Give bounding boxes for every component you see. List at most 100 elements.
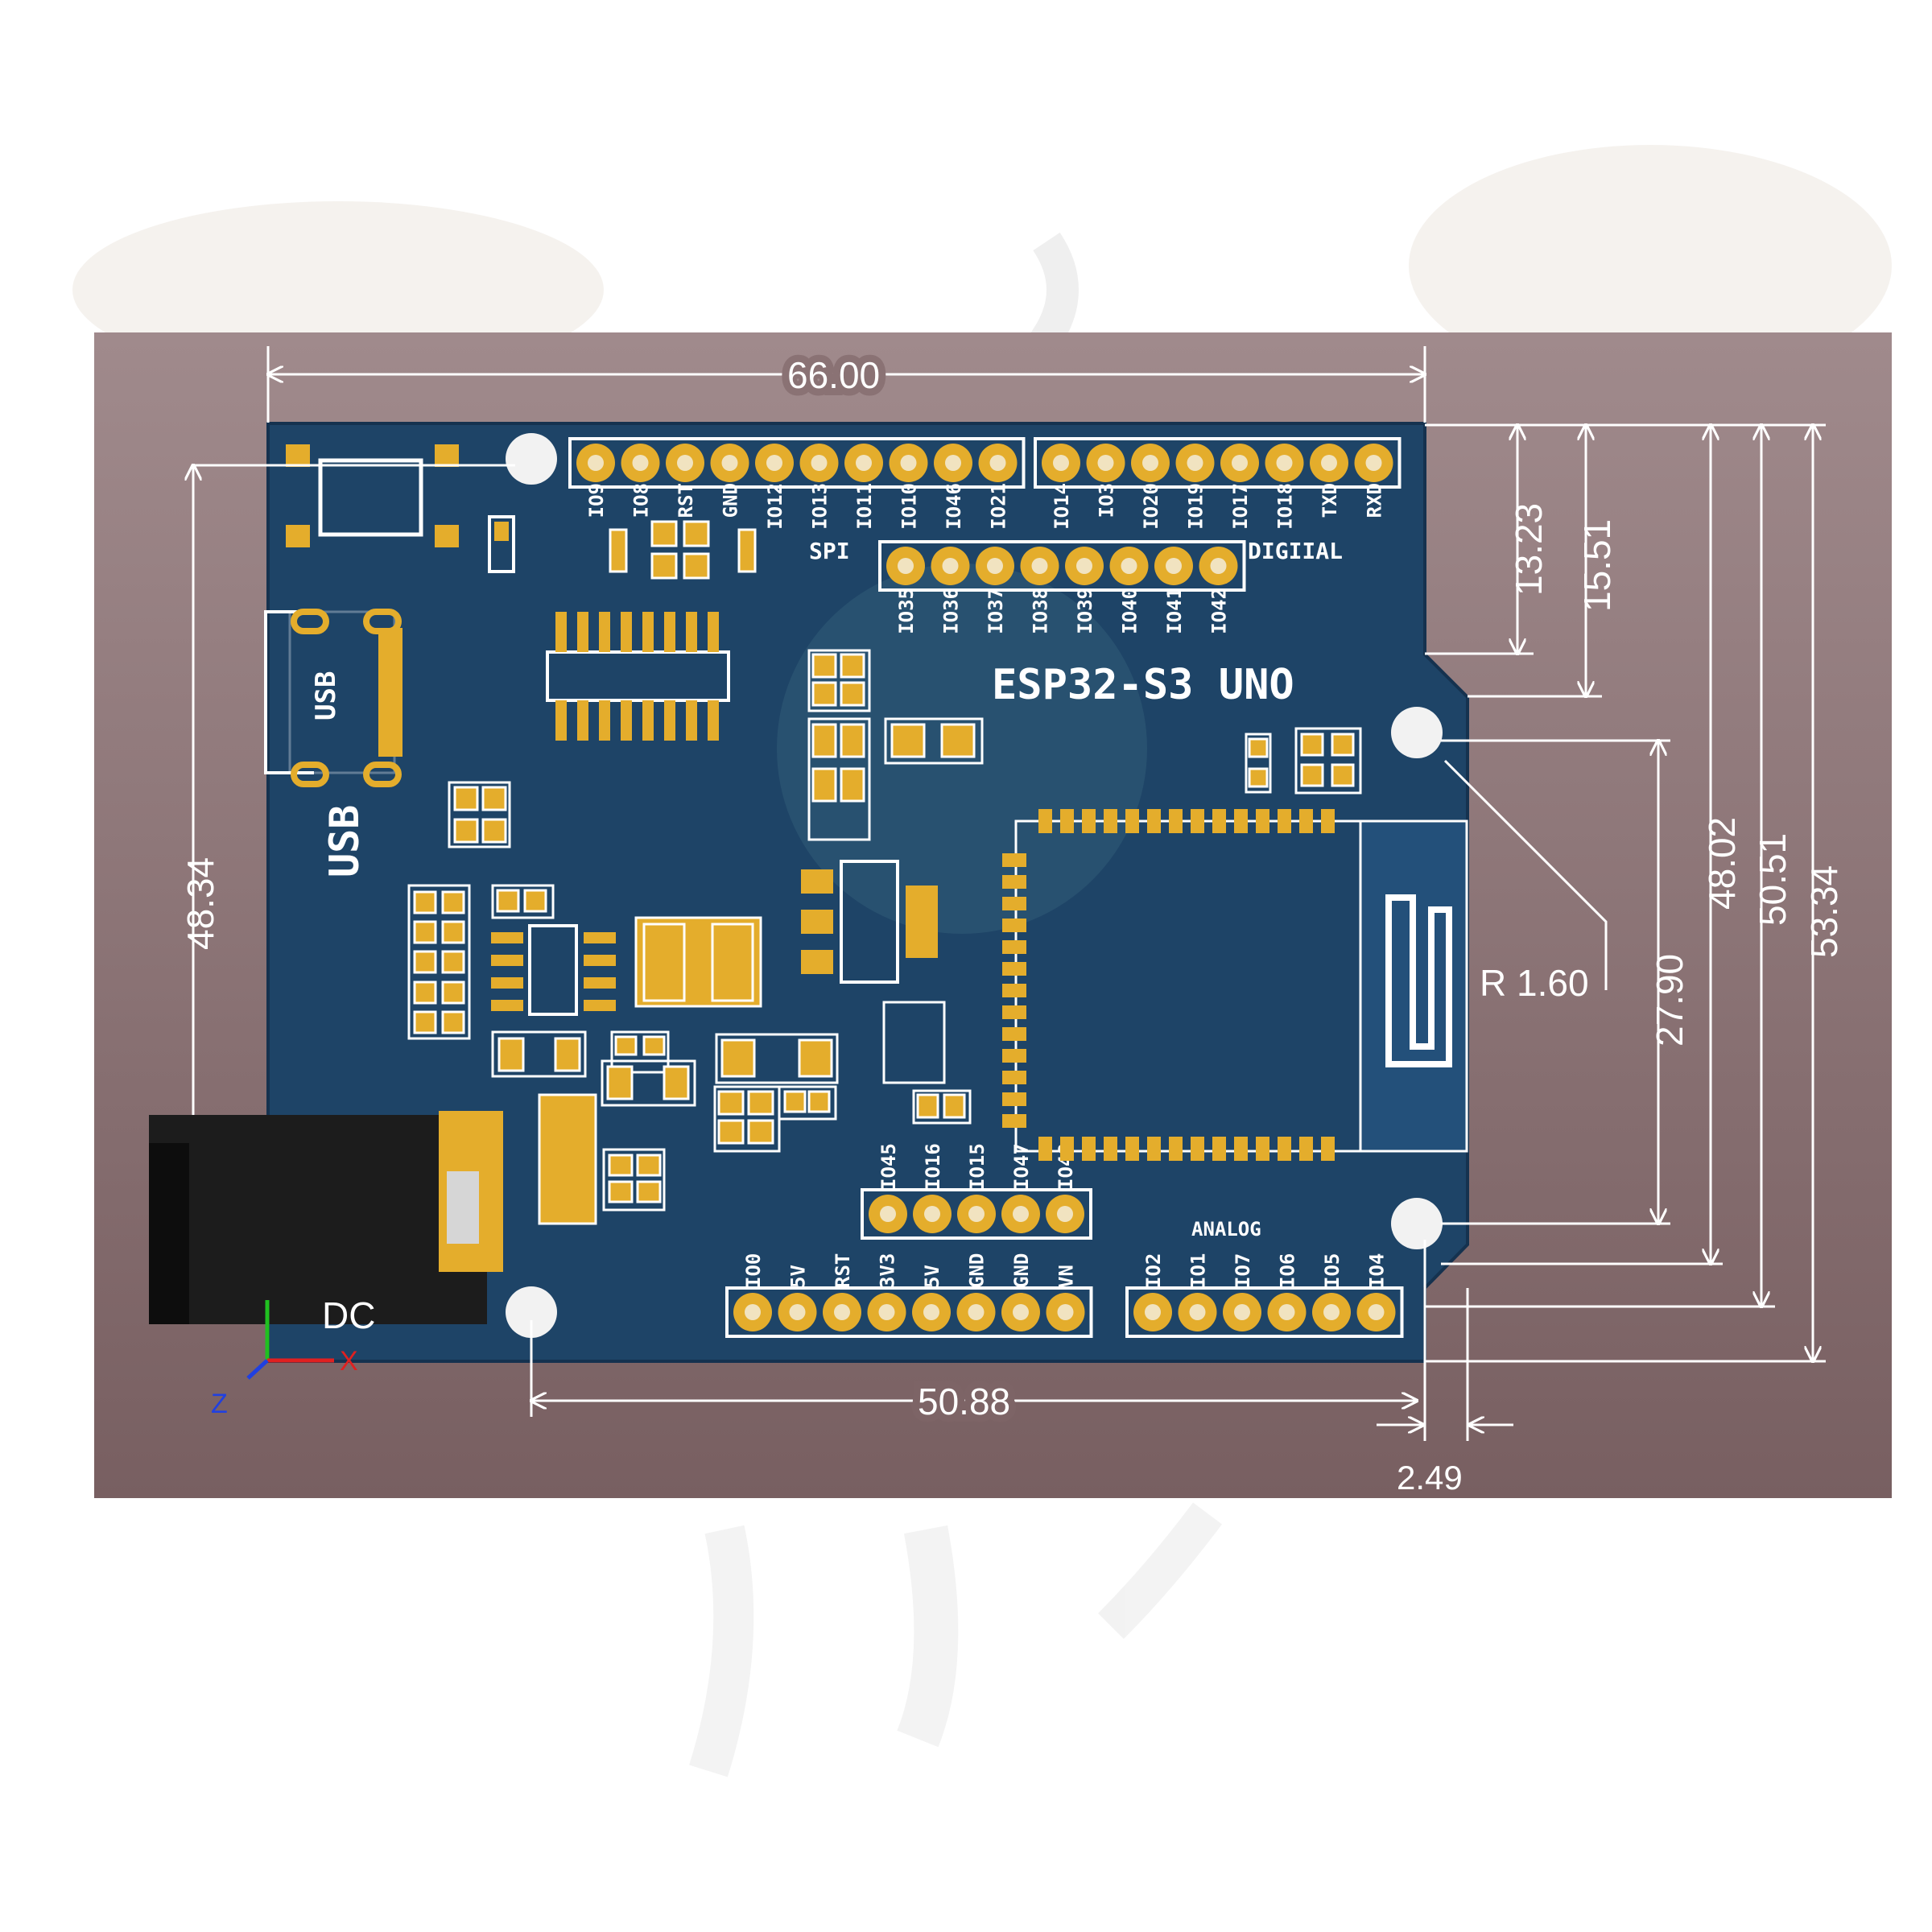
- dim-width: 66.00: [787, 354, 880, 396]
- pin-label: IO17: [1229, 483, 1252, 530]
- pin-label: IO39: [1074, 588, 1096, 634]
- pin-hole: [632, 455, 649, 471]
- pin-hole: [1057, 1206, 1073, 1222]
- dim-2-49: 2.49: [1397, 1459, 1463, 1496]
- pin-hole: [968, 1304, 985, 1320]
- pin-label: IO46: [943, 483, 965, 530]
- dim-50-51: 50.51: [1752, 833, 1794, 926]
- module-pad: [1212, 809, 1226, 833]
- module-pad: [1002, 853, 1026, 867]
- module-pad: [1278, 1137, 1291, 1161]
- pin-label: GND: [720, 483, 742, 518]
- pin-hole: [1368, 1304, 1385, 1320]
- chip-leg: [664, 700, 675, 741]
- pin-label: IO4: [1366, 1253, 1389, 1288]
- module-pad: [1321, 809, 1335, 833]
- pin-label: IO20: [1140, 483, 1162, 530]
- pin-hole: [1232, 455, 1248, 471]
- axis-indicator: X Z: [211, 1300, 358, 1419]
- pin-hole: [1234, 1304, 1250, 1320]
- pin-label: IO45: [877, 1143, 900, 1190]
- module-pad: [1002, 1005, 1026, 1019]
- pin-hole: [1142, 455, 1158, 471]
- pin-label: IO8: [630, 483, 653, 518]
- module-pad: [1104, 1137, 1117, 1161]
- pin-hole: [923, 1304, 939, 1320]
- header-frame: [725, 1286, 1093, 1338]
- spi-label: SPI: [809, 538, 850, 564]
- usb-connector-label: USB: [310, 671, 342, 720]
- pin-hole: [1323, 1304, 1340, 1320]
- soic-chip: [546, 612, 730, 741]
- analog-label: ANALOG: [1191, 1218, 1261, 1241]
- pin-hole: [677, 455, 693, 471]
- board-title: ESP32-S3 UNO: [992, 661, 1294, 709]
- dimension-lines: [193, 346, 1826, 1441]
- module-pad: [1256, 1137, 1269, 1161]
- module-pad: [1002, 940, 1026, 954]
- pin-label: RXD: [1364, 483, 1386, 518]
- header-pins: [568, 437, 1404, 1338]
- chip-leg: [555, 700, 567, 741]
- dc-label: DC: [322, 1294, 375, 1336]
- chip-leg: [686, 700, 697, 741]
- pin-label: IO35: [895, 588, 918, 634]
- pin-label: IO0: [742, 1253, 765, 1288]
- dim-hole-radius: R 1.60: [1480, 962, 1589, 1004]
- pin-label: IO13: [809, 483, 832, 530]
- pin-hole: [942, 558, 959, 574]
- pin-label: RST: [675, 483, 697, 518]
- pin-hole: [1031, 558, 1048, 574]
- pin-label: IO9: [585, 483, 608, 518]
- pin-hole: [745, 1304, 761, 1320]
- pin-label: IO16: [922, 1143, 944, 1190]
- pin-label: TXD: [1319, 483, 1341, 518]
- chip-leg: [555, 612, 567, 652]
- pin-hole: [588, 455, 604, 471]
- module-pad: [1060, 809, 1074, 833]
- chip-leg: [686, 612, 697, 652]
- dim-13-23: 13.23: [1508, 503, 1550, 596]
- chip-leg: [621, 612, 632, 652]
- pin-label: RST: [832, 1253, 854, 1288]
- chip-leg: [642, 612, 654, 652]
- dim-27-90: 27.90: [1649, 954, 1690, 1046]
- pin-label: IO42: [1208, 588, 1231, 634]
- module-pad: [1278, 809, 1291, 833]
- pin-hole: [1057, 1304, 1074, 1320]
- pin-hole: [1187, 455, 1203, 471]
- module-pad: [1002, 1071, 1026, 1084]
- module-pad: [1256, 809, 1269, 833]
- pin-hole: [1121, 558, 1137, 574]
- pin-label: IO1: [1187, 1253, 1210, 1288]
- module-pad: [1002, 1027, 1026, 1041]
- module-pad: [1002, 1092, 1026, 1106]
- module-pad: [1321, 1137, 1335, 1161]
- pin-label: IO14: [1051, 483, 1073, 530]
- module-pad: [1212, 1137, 1226, 1161]
- pin-label: IO11: [853, 483, 876, 530]
- module-pad: [1234, 1137, 1248, 1161]
- pin-hole: [811, 455, 828, 471]
- module-pad: [1038, 1137, 1052, 1161]
- module-pad: [1104, 809, 1117, 833]
- chip-leg: [642, 700, 654, 741]
- pin-hole: [1278, 1304, 1295, 1320]
- pin-label: GND: [966, 1253, 989, 1288]
- sot-chip: [491, 924, 616, 1016]
- chip-leg: [708, 612, 719, 652]
- usb-label: USB: [321, 805, 368, 877]
- module-pad: [1082, 1137, 1096, 1161]
- chip-leg: [664, 612, 675, 652]
- pin-label: 5V: [921, 1265, 943, 1288]
- pin-label: IO18: [1274, 483, 1297, 530]
- pin-hole: [924, 1206, 940, 1222]
- pin-label: IO37: [985, 588, 1007, 634]
- pin-label: IO38: [1030, 588, 1052, 634]
- pin-hole: [987, 558, 1003, 574]
- module-pad: [1125, 809, 1139, 833]
- pin-label: IO3: [1096, 483, 1118, 518]
- pin-hole: [1076, 558, 1092, 574]
